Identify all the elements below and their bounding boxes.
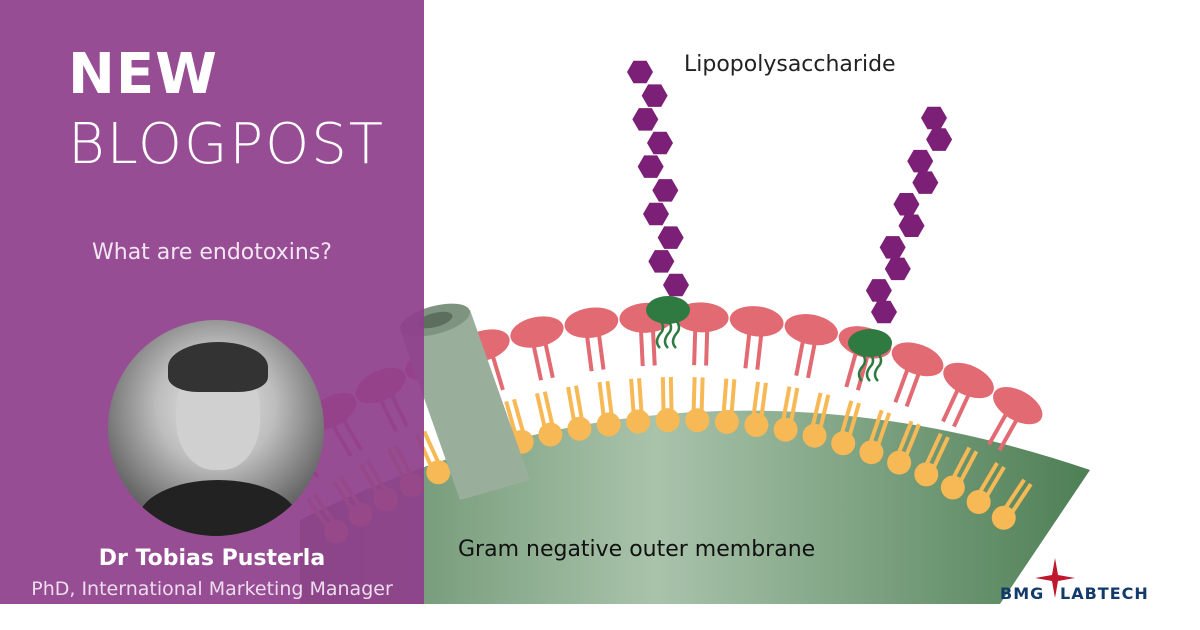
sugar-unit xyxy=(871,300,897,324)
lps-molecule xyxy=(627,60,690,349)
post-title: What are endotoxins? xyxy=(92,240,332,265)
lipid-a xyxy=(848,329,892,357)
lipid-a xyxy=(646,296,690,324)
bmg-labtech-logo: BMG LABTECH xyxy=(998,558,1168,608)
inner-lipid-head xyxy=(685,408,710,433)
sugar-unit xyxy=(657,226,684,249)
outer-lipid-head xyxy=(891,342,944,377)
inner-lipid-head xyxy=(626,409,651,434)
inner-lipid-head xyxy=(773,417,798,442)
outer-lipid-head xyxy=(943,362,994,399)
outer-lipid-head xyxy=(993,386,1043,425)
sugar-unit xyxy=(912,171,939,194)
author-name: Dr Tobias Pusterla xyxy=(98,546,326,571)
sugar-unit xyxy=(652,179,679,202)
inner-lipid-head xyxy=(914,462,939,487)
sugar-unit xyxy=(641,84,668,107)
sugar-unit xyxy=(637,155,664,178)
lps-molecule xyxy=(848,106,953,382)
sugar-unit xyxy=(926,128,953,151)
sugar-unit xyxy=(643,202,669,226)
sugar-unit xyxy=(627,60,653,84)
sugar-unit xyxy=(879,236,906,259)
inner-lipid-head xyxy=(744,413,769,438)
author-role: PhD, International Marketing Manager xyxy=(31,578,393,600)
outer-lipid-head xyxy=(784,314,838,346)
sugar-unit xyxy=(893,192,920,216)
sugar-unit xyxy=(648,250,675,273)
inner-lipid-head xyxy=(940,475,965,500)
inner-lipid-head xyxy=(567,416,592,441)
inner-lipid-head xyxy=(655,408,680,433)
inner-lipid-head xyxy=(831,431,856,456)
outer-lipid-head xyxy=(510,316,564,348)
outer-lipid-head xyxy=(564,307,619,339)
lipopolysaccharide-chains xyxy=(627,60,953,382)
sugar-unit xyxy=(898,214,925,238)
inner-lipid-head xyxy=(966,489,991,514)
inner-lipid-head xyxy=(538,422,563,447)
inner-lipid-head xyxy=(887,450,912,475)
sugar-unit xyxy=(632,108,659,131)
membrane-label: Gram negative outer membrane xyxy=(458,537,816,562)
inner-lipid-head xyxy=(859,440,884,465)
headline-new: NEW xyxy=(68,42,218,107)
sugar-unit xyxy=(865,279,892,302)
headline-blogpost: BLOGPOST xyxy=(68,112,385,177)
sugar-unit xyxy=(647,131,673,155)
star-icon xyxy=(1035,558,1075,598)
inner-lipid-head xyxy=(991,505,1016,530)
sugar-unit xyxy=(884,257,911,281)
inner-lipid-head xyxy=(802,423,827,448)
sugar-unit xyxy=(663,273,689,297)
inner-lipid-head xyxy=(596,412,621,437)
lps-label: Lipopolysaccharide xyxy=(684,52,896,77)
sugar-unit xyxy=(907,149,934,173)
author-avatar xyxy=(108,320,324,536)
inner-lipid-head xyxy=(714,409,739,434)
outer-lipid-head xyxy=(729,306,784,337)
sugar-unit xyxy=(921,106,947,130)
inner-lipid-head xyxy=(426,460,451,485)
